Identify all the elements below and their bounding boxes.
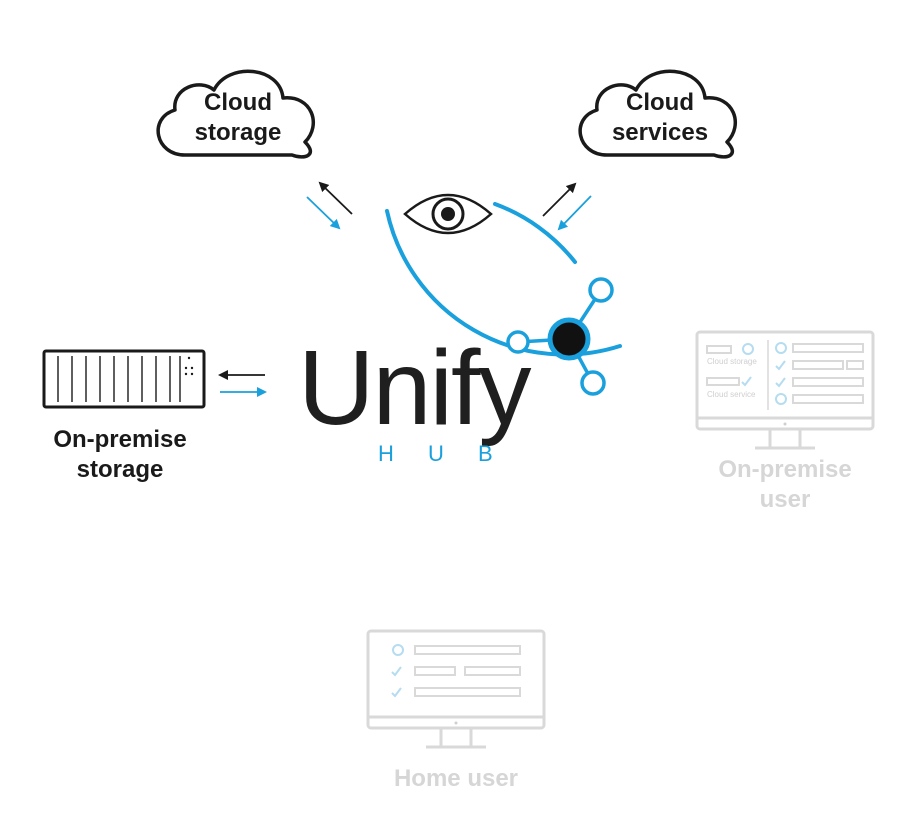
cloud-storage-arrows [306,181,353,230]
arrow-to-cloud-storage [318,181,353,215]
cloud-icon [578,69,737,159]
check-icon [391,666,402,677]
monitor-icon [366,629,546,749]
on-premise-user-label-line2: user [760,486,811,513]
on-premise-storage-label-line1: On-premise [53,426,186,453]
home-user-label: Home user [394,765,518,792]
check-icon [775,360,786,371]
screen-item-cloud-service: Cloud service [707,390,756,399]
monitor-icon [695,330,875,450]
cloud-services-label-line1: Cloud [626,89,694,116]
check-icon [775,377,786,388]
cloud-storage-label-line1: Cloud [204,89,272,116]
sync-icon [775,393,787,405]
arrow-from-cloud-storage [306,196,341,230]
on-premise-user-label-line1: On-premise [718,456,851,483]
on-premise-user-node: Cloud storage Cloud service On-premise u… [695,330,875,513]
cloud-storage-node: Cloud storage [156,69,315,159]
on-premise-storage-node: On-premise storage [42,349,206,483]
sync-icon [742,343,754,355]
cloud-services-label-line2: services [612,119,708,146]
on-premise-storage-arrows [218,370,267,397]
network-node-icon [506,277,614,396]
eye-icon [403,193,493,235]
home-user-node: Home user [366,629,546,792]
sync-icon [392,644,404,656]
unify-hub-logo: Unify H U B [298,277,614,466]
check-icon [391,687,402,698]
cloud-storage-label-line2: storage [195,119,282,146]
unify-wordmark: Unify [298,329,532,447]
server-rack-icon [42,349,206,409]
sync-icon [775,342,787,354]
hub-wordmark: H U B [378,441,507,466]
cloud-services-arrows [542,182,592,231]
check-icon [741,376,752,387]
on-premise-storage-label-line2: storage [77,456,164,483]
cloud-services-node: Cloud services [578,69,737,159]
screen-item-cloud-storage: Cloud storage [707,357,757,366]
cloud-icon [156,69,315,159]
arrow-from-cloud-services [557,195,592,231]
arrow-to-cloud-services [542,182,577,217]
